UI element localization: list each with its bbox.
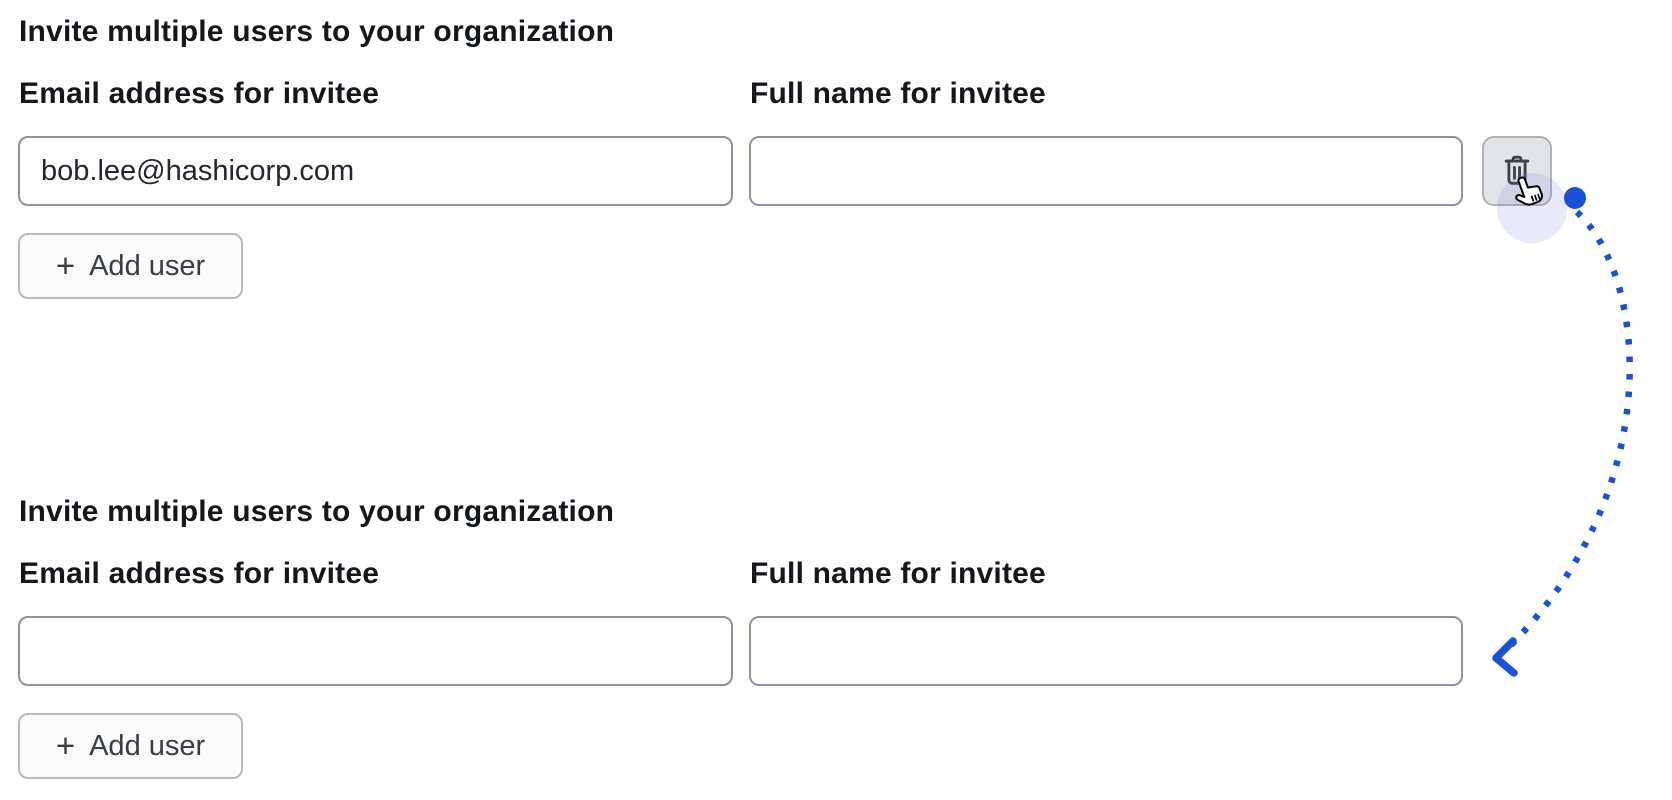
delete-row-button[interactable] — [1482, 136, 1552, 206]
arrow-start-dot — [1564, 187, 1586, 209]
email-label-after: Email address for invitee — [19, 557, 380, 590]
arrow-head — [1492, 637, 1518, 677]
full-name-label-after: Full name for invitee — [750, 557, 1046, 590]
email-label: Email address for invitee — [19, 77, 380, 110]
page-title: Invite multiple users to your organizati… — [19, 15, 615, 48]
add-user-button-after[interactable]: + Add user — [18, 713, 243, 779]
full-name-field[interactable] — [749, 136, 1463, 206]
add-user-button[interactable]: + Add user — [18, 233, 243, 299]
email-field-after[interactable] — [18, 616, 733, 686]
add-user-label: Add user — [89, 729, 206, 762]
add-user-label: Add user — [89, 249, 206, 282]
full-name-label: Full name for invitee — [750, 77, 1046, 110]
page-title-after: Invite multiple users to your organizati… — [19, 495, 615, 528]
arrow-curve — [1502, 209, 1633, 654]
plus-icon: + — [55, 726, 76, 764]
email-field[interactable] — [18, 136, 733, 206]
trash-icon — [1499, 153, 1535, 189]
plus-icon: + — [55, 246, 76, 284]
full-name-field-after[interactable] — [749, 616, 1463, 686]
